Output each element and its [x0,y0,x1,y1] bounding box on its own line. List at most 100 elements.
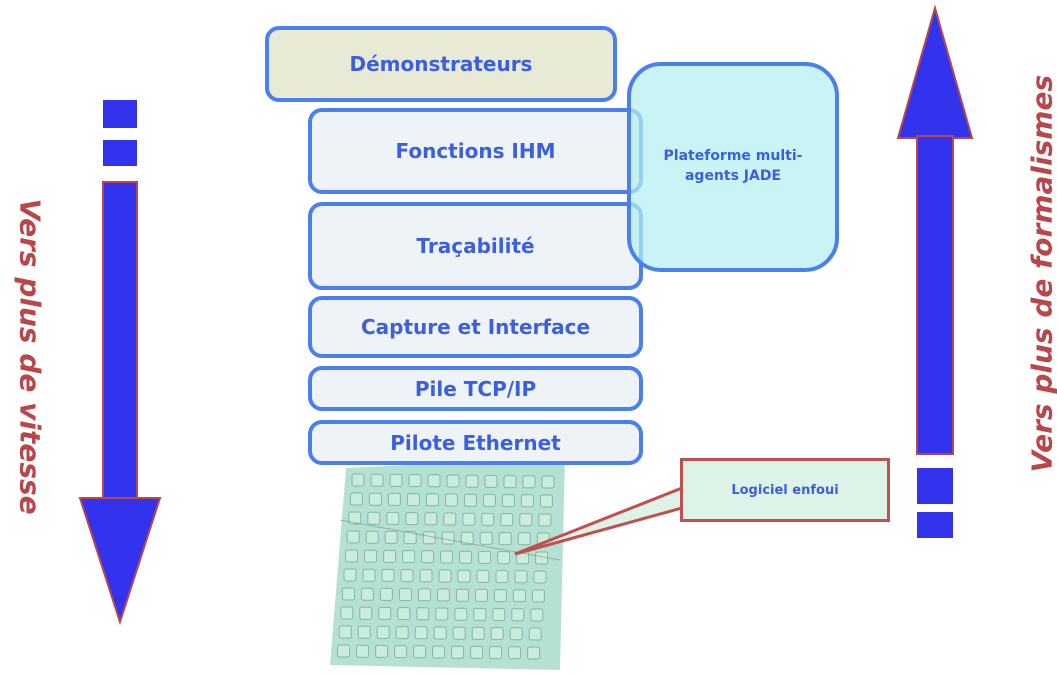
chip-pad [451,645,465,659]
chip-pad [408,474,422,488]
callout-label: Logiciel enfoui [731,482,839,498]
chip-pad [438,569,452,583]
chip-pad [470,645,484,659]
chip-pad [398,588,412,602]
chip-pad [341,587,355,601]
chip-pad [421,550,435,564]
chip-pad [462,512,476,526]
layer-pile-tcpip: Pile TCP/IP [308,366,643,411]
chip-pad [512,589,526,603]
chip-pad [455,588,469,602]
platform-label-line1: Plateforme multi- [663,148,803,165]
chip-pad [433,626,447,640]
chip-pad [422,531,436,545]
embedded-chip-icon [330,458,565,670]
chip-pad [484,474,498,488]
chip-pad [425,493,439,507]
chip-pad [441,531,455,545]
chip-pad [478,550,492,564]
chip-pad [501,494,515,508]
chip-pad [389,473,403,487]
chip-pad [500,513,514,527]
chip-pad [482,493,496,507]
chip-pad [459,550,473,564]
chip-pad [436,588,450,602]
chip-pad [370,473,384,487]
chip-pad [364,549,378,563]
chip-pad [378,606,392,620]
chip-pad [367,511,381,525]
chip-pad [528,627,542,641]
layer-pilote-ethernet: Pilote Ethernet [308,420,643,465]
right-arrow-label: Vers plus de formalismes [1025,74,1057,473]
layer-pile-tcpip-label: Pile TCP/IP [414,376,537,401]
chip-pad [446,474,460,488]
chip-pad [514,570,528,584]
chip-pad [386,511,400,525]
platform-label-line2: agents JADE [684,168,782,184]
chip-pad [527,646,541,660]
chip-pad [454,607,468,621]
chip-pad [345,549,359,563]
chip-pad [495,570,509,584]
chip-pad [465,474,479,488]
layer-fonctions-ihm: Fonctions IHM [308,108,643,194]
chip-pad [417,588,431,602]
chip-pad [338,625,352,639]
chip-pad [400,569,414,583]
chip-pad [362,568,376,582]
left-arrow-label: Vers plus de vitesse [13,198,47,515]
chip-pad [508,646,522,660]
chip-pad [481,512,495,526]
chip-pad [538,513,552,527]
chip-pad [427,474,441,488]
chip-pad [360,587,374,601]
chip-pad [406,493,420,507]
chip-pad [405,512,419,526]
chip-pad [379,587,393,601]
chip-pad [531,589,545,603]
chip-pad [387,492,401,506]
layer-demonstrateurs: Démonstrateurs [265,26,617,102]
chip-pad [384,530,398,544]
chip-pad [419,569,433,583]
chip-pad [440,550,454,564]
chip-pad [511,608,525,622]
chip-pad [460,531,474,545]
chip-pad [402,550,416,564]
chip-pad [348,511,362,525]
chip-pad [432,645,446,659]
chip-pad [452,626,466,640]
chip-pad [340,606,354,620]
chip-pad [533,570,547,584]
right-arrow-up-icon [896,4,974,538]
chip-pad [471,626,485,640]
chip-pad [509,627,523,641]
chip-pad [479,531,493,545]
layer-tracabilite: Traçabilité [308,202,643,290]
chip-pad [375,644,389,658]
chip-pad [343,568,357,582]
chip-pad [503,475,517,489]
chip-pad [414,626,428,640]
chip-pad [351,473,365,487]
layer-capture-interface-label: Capture et Interface [360,315,591,339]
chip-pad [541,475,555,489]
chip-pad [413,645,427,659]
chip-pad [489,646,503,660]
chip-pad [346,530,360,544]
chip-pad [383,549,397,563]
chip-pad [397,607,411,621]
chip-pad [359,606,373,620]
chip-pad [539,494,553,508]
chip-pad [473,607,487,621]
chip-pad [497,551,511,565]
chip-pad [490,627,504,641]
chip-pad [476,569,490,583]
chip-pad [337,644,351,658]
layer-tracabilite-label: Traçabilité [416,234,535,258]
layer-capture-interface: Capture et Interface [308,296,643,358]
layer-demonstrateurs-label: Démonstrateurs [349,52,533,76]
